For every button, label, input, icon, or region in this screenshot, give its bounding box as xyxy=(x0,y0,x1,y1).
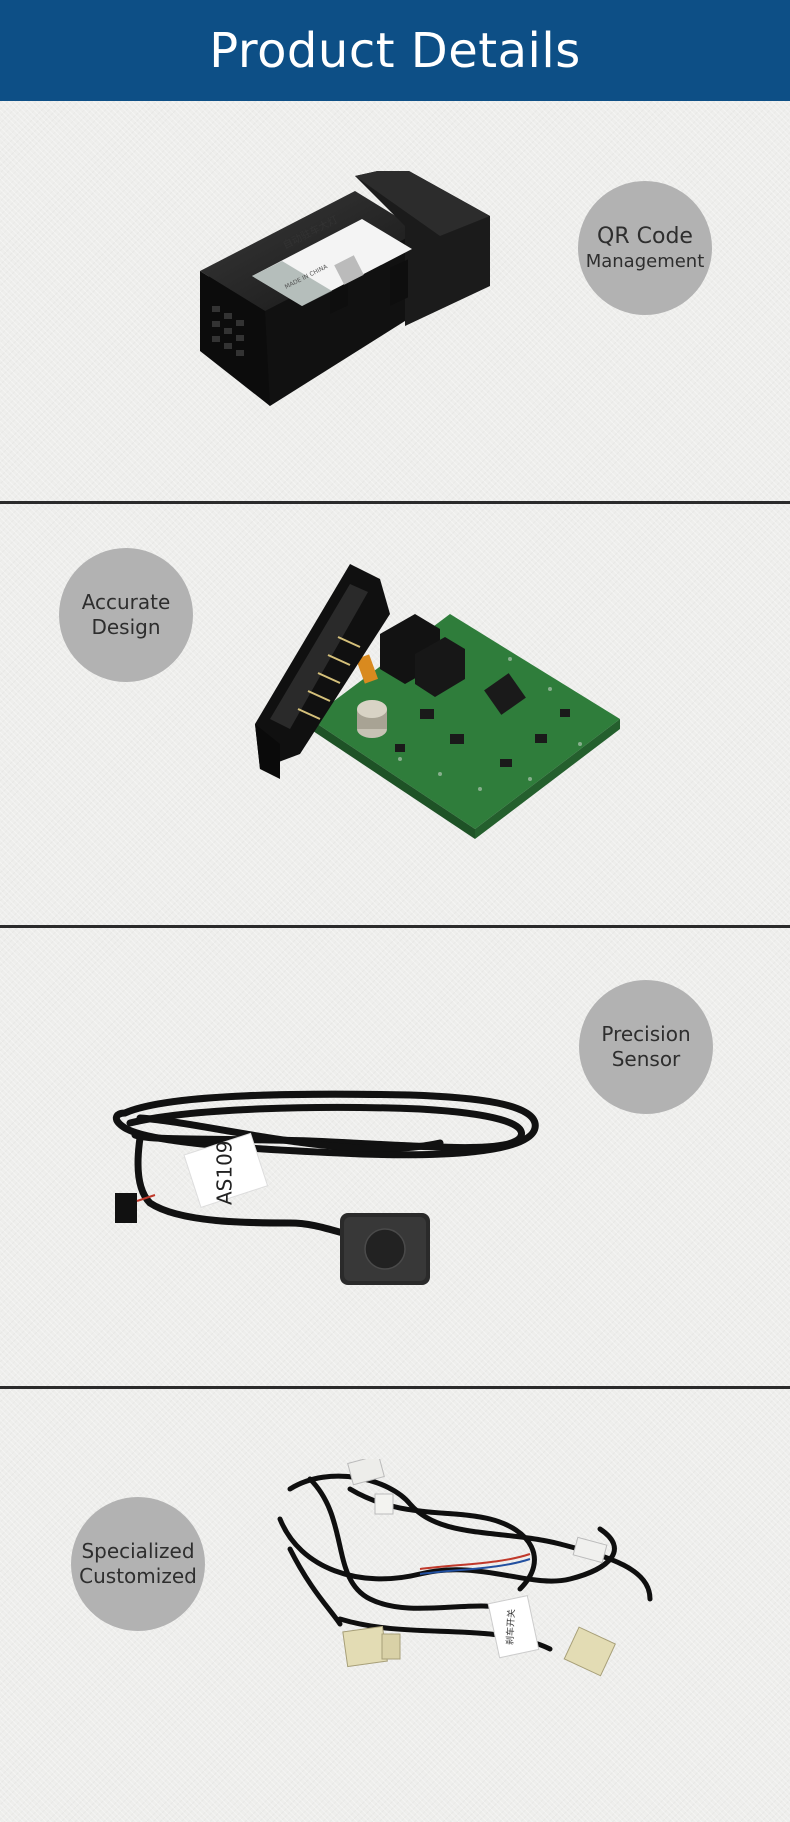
page-title: Product Details xyxy=(209,22,581,79)
harness-tag-text: 刹车开关 xyxy=(504,1609,518,1646)
section-specialized-customized: Specialized Customized 刹车开关 xyxy=(0,1389,790,1822)
control-module-image: 自动驻车大灯 MADE IN CHINA xyxy=(200,171,490,406)
feature-badge: Specialized Customized xyxy=(71,1497,205,1631)
badge-line-1: Specialized xyxy=(81,1539,195,1563)
badge-line-2: Customized xyxy=(79,1564,197,1588)
page-header: Product Details xyxy=(0,0,790,101)
section-qr-code: QR Code Management 自动驻车大灯 MADE IN CHINA xyxy=(0,101,790,501)
badge-line-1: Precision xyxy=(601,1022,691,1046)
feature-badge: Precision Sensor xyxy=(579,980,713,1114)
badge-line-1: Accurate xyxy=(81,590,171,614)
circuit-board-image xyxy=(255,564,620,839)
section-precision-sensor: Precision Sensor AS109 xyxy=(0,928,790,1386)
wiring-harness-image: 刹车开关 xyxy=(277,1459,653,1677)
badge-line-2: Management xyxy=(585,250,705,272)
feature-badge: QR Code Management xyxy=(578,181,712,315)
sensor-tag-text: AS109 xyxy=(213,1140,237,1205)
section-accurate-design: Accurate Design xyxy=(0,504,790,925)
badge-line-1: QR Code xyxy=(597,224,693,249)
section-divider xyxy=(0,1386,790,1389)
section-divider xyxy=(0,501,790,504)
feature-badge: Accurate Design xyxy=(59,548,193,682)
section-divider xyxy=(0,925,790,928)
badge-line-2: Design xyxy=(91,615,161,639)
sensor-cable-image: AS109 xyxy=(112,1090,539,1285)
qr-code-icon xyxy=(334,255,364,285)
badge-line-2: Sensor xyxy=(611,1047,681,1071)
